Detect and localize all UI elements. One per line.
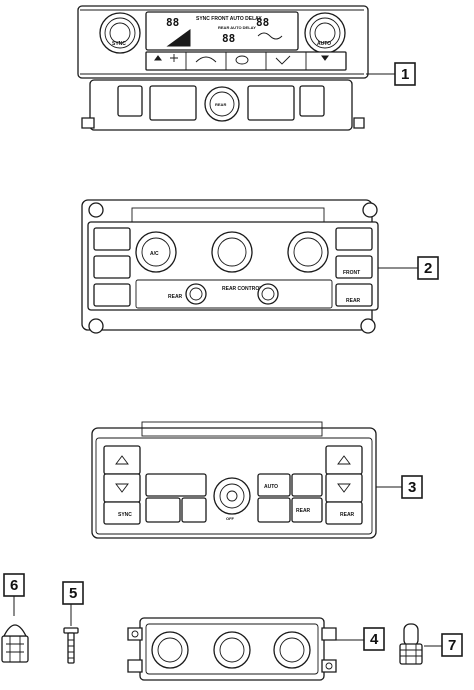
knob-right-label: AUTO	[317, 41, 331, 47]
fan-icon[interactable]	[170, 54, 178, 62]
callout-2: 2	[417, 256, 439, 280]
callout-7: 7	[441, 633, 463, 657]
heated-seat-left-button[interactable]	[181, 497, 207, 523]
rear-defrost-label: REAR	[296, 508, 311, 514]
callout-3-label: 3	[408, 479, 416, 496]
panel-1-mount-tabs	[81, 117, 365, 129]
left-temp-down-button[interactable]	[103, 473, 141, 503]
temperature-knob[interactable]: A/C	[135, 231, 177, 273]
off-label: OFF	[226, 516, 235, 521]
callout-5-label: 5	[69, 585, 77, 602]
fan-speed-ramp-icon	[166, 29, 191, 47]
right-temp-up-button[interactable]	[325, 445, 363, 475]
left-button-3[interactable]	[93, 283, 131, 307]
defrost-button-3[interactable]	[291, 473, 323, 497]
rear-label: REAR	[346, 298, 361, 304]
panel-1-button-row	[145, 51, 347, 71]
panel-4-climate-control	[127, 617, 364, 681]
panel-1-climate-control: SYNC AUTO 88 SYNC FRONT AUTO DELAY 88 RE…	[77, 5, 395, 131]
left-button-2[interactable]	[93, 255, 131, 279]
panel-3-climate-control: SYNC REAR AUTO REAR OFF	[91, 421, 402, 539]
callout-4-label: 4	[370, 631, 379, 648]
heated-seat-right-button[interactable]	[257, 497, 291, 523]
rear-defrost-button[interactable]	[335, 283, 373, 307]
auto-button[interactable]	[257, 473, 291, 497]
ac-button[interactable]	[145, 497, 181, 523]
mode-icon[interactable]	[275, 55, 291, 65]
rear-knob-label: REAR	[168, 294, 183, 300]
panel-4-face	[145, 623, 319, 675]
panel-4-mount-tabs	[127, 627, 337, 673]
ac-label: A/C	[150, 251, 159, 257]
airflow-icon	[257, 32, 283, 40]
knob-center-label: REAR	[215, 102, 226, 107]
front-defrost-button[interactable]	[335, 255, 373, 279]
down-arrow-icon-left	[115, 483, 129, 493]
callout-7-label: 7	[448, 637, 456, 654]
left-rear-button-block[interactable]	[149, 85, 197, 121]
right-seat-heat-button[interactable]	[299, 85, 325, 117]
rear-controls-label: REAR CONTROLS	[222, 286, 266, 292]
rear-button-label: REAR	[340, 512, 355, 518]
panel-4-mode-knob[interactable]	[273, 631, 311, 669]
display-seg-mid: 88	[222, 32, 235, 45]
left-temp-up-button[interactable]	[103, 445, 141, 475]
fan-knob[interactable]	[211, 231, 253, 273]
rear-climate-button[interactable]	[325, 501, 363, 525]
left-button-1[interactable]	[93, 227, 131, 251]
rear-controls-strip	[135, 279, 333, 309]
panel-3-face	[95, 437, 373, 535]
callout-1: 1	[394, 62, 416, 86]
temp-up-right-icon[interactable]	[321, 55, 329, 61]
mount-hole-tl	[88, 202, 104, 218]
sync-button[interactable]	[103, 501, 141, 525]
callout-2-label: 2	[424, 260, 432, 277]
panel-1-center-knob[interactable]: REAR	[204, 86, 240, 122]
callout-6: 6	[3, 573, 25, 597]
front-label: FRONT	[343, 270, 360, 276]
panel-3-center-knob[interactable]: OFF	[213, 477, 251, 521]
display-seg-left: 88	[166, 16, 179, 29]
panel-1-display: 88 SYNC FRONT AUTO DELAY 88 REAR AUTO DE…	[145, 11, 299, 51]
panel-4-fan-knob[interactable]	[213, 631, 251, 669]
up-arrow-icon-left	[115, 455, 129, 465]
fan-airflow-button[interactable]	[145, 473, 207, 497]
sync-label: SYNC	[118, 512, 132, 518]
mount-hole-tr	[362, 202, 378, 218]
callout-5: 5	[62, 581, 84, 605]
panel-4-temp-knob[interactable]	[151, 631, 189, 669]
panel-1-right-knob[interactable]: AUTO	[304, 12, 346, 54]
knob-left-label: SYNC	[112, 41, 126, 47]
rear-knob-right[interactable]	[257, 283, 279, 305]
panel-3-top-ridge	[141, 421, 323, 437]
part-6-bulb-socket	[1, 624, 29, 663]
recirc-icon[interactable]	[235, 55, 249, 65]
callout-1-label: 1	[401, 66, 409, 83]
mount-hole-br	[360, 318, 376, 334]
display-top-label: SYNC FRONT AUTO DELAY	[196, 16, 262, 22]
temp-down-left-icon[interactable]	[154, 55, 162, 61]
callout-3: 3	[401, 475, 423, 499]
rear-defrost-button-3[interactable]	[291, 497, 323, 523]
defrost-button[interactable]	[335, 227, 373, 251]
left-seat-heat-button[interactable]	[117, 85, 143, 117]
defrost-icon[interactable]	[195, 56, 217, 63]
display-seg-right: 88	[256, 16, 269, 29]
part-5-screw	[63, 627, 79, 664]
rear-knob-left[interactable]	[185, 283, 207, 305]
panel-2-climate-control: FRONT REAR A/C REAR REAR CONTROLS	[81, 199, 418, 334]
part-7-bulb	[399, 623, 423, 665]
mount-hole-bl	[88, 318, 104, 334]
mode-knob[interactable]	[287, 231, 329, 273]
down-arrow-icon-right	[337, 483, 351, 493]
up-arrow-icon-right	[337, 455, 351, 465]
auto-label: AUTO	[264, 484, 278, 490]
callout-4: 4	[363, 627, 385, 651]
right-temp-down-button[interactable]	[325, 473, 363, 503]
display-rear-label: REAR AUTO DELAY	[218, 25, 256, 30]
panel-1-bezel-lines	[80, 9, 364, 75]
right-rear-button-block[interactable]	[247, 85, 295, 121]
callout-6-label: 6	[10, 577, 18, 594]
panel-1-left-knob[interactable]: SYNC	[99, 12, 141, 54]
